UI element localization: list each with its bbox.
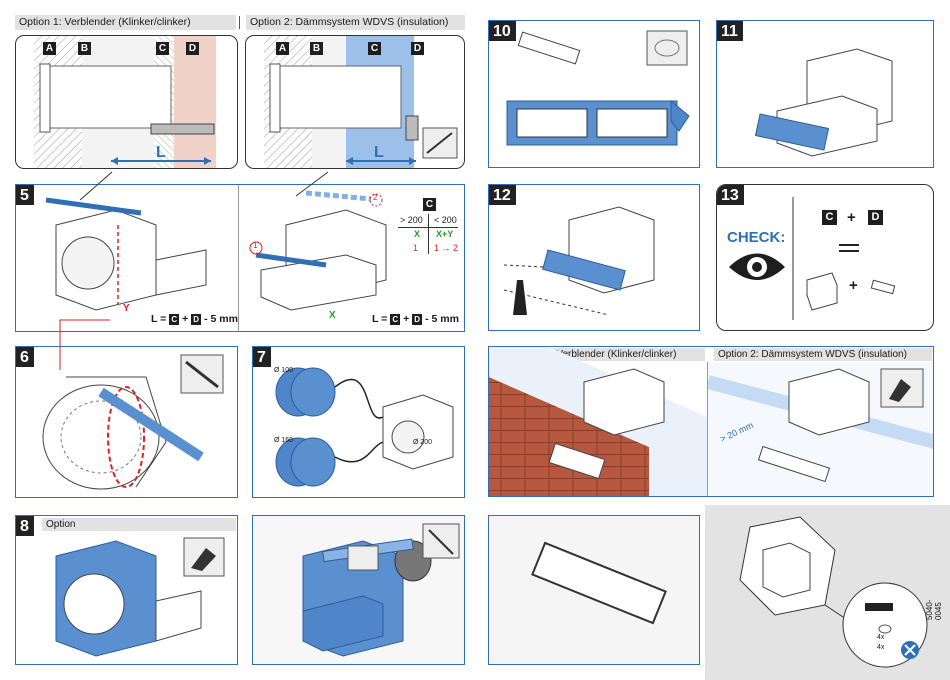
- formula-c: C: [169, 314, 180, 325]
- step5-col-gt: > 200: [400, 215, 423, 225]
- step14-drawing: [489, 347, 933, 496]
- final-overview: 4x 4x 5040-0045: [705, 505, 950, 680]
- step-8-panel: 8 Option: [15, 515, 238, 665]
- option1-wall-section: A B C D L: [15, 35, 238, 169]
- count-a: 4x: [877, 634, 885, 641]
- step5-cell-1-2: 1 → 2: [434, 243, 459, 253]
- check-c-label: C: [822, 210, 837, 225]
- formula-plus: +: [179, 313, 192, 325]
- step5-cell-xy: X+Y: [436, 229, 454, 239]
- step11-drawing: [754, 48, 893, 157]
- step12-drawing: [503, 206, 655, 316]
- count-b: 4x: [877, 644, 885, 651]
- step5-marker-y: Y: [123, 303, 130, 314]
- step5-col-lt: < 200: [434, 215, 457, 225]
- step5-table-hline: [398, 227, 458, 228]
- step-number: 12: [489, 185, 516, 205]
- formula-suffix: - 5 mm: [201, 313, 238, 325]
- header-divider: [239, 16, 240, 29]
- layer-label-b: B: [78, 42, 91, 55]
- step5-marker-1: 1: [253, 241, 258, 250]
- layer-label-a2: A: [276, 42, 289, 55]
- step-9-panel: 9: [252, 515, 465, 665]
- option2-section-drawing: [264, 36, 458, 168]
- step5-cell-x: X: [414, 229, 421, 239]
- check-plus-2: +: [849, 277, 858, 294]
- layer-label-a: A: [43, 42, 56, 55]
- step-13-panel: 13 CHECK: C + D = +: [716, 184, 934, 331]
- step-number: 7: [253, 347, 271, 367]
- formula-prefix: L =: [372, 313, 391, 325]
- step-12-panel: 12: [488, 184, 700, 331]
- layer-label-d: D: [186, 42, 199, 55]
- step5-cell-1: 1: [413, 243, 419, 253]
- layer-label-c: C: [156, 42, 169, 55]
- step-6-panel: 6: [15, 346, 238, 498]
- step-number: 13: [717, 185, 744, 205]
- step-5-panel: 5 1 2 X Y C > 200 < 200 X X+Y 1 1 → 2 L …: [15, 184, 465, 332]
- step13-drawing: [729, 197, 896, 320]
- step5-formula-left: L = C + D - 5 mm: [151, 313, 238, 325]
- formula-d: D: [191, 314, 202, 325]
- step9-drawing: [253, 516, 464, 664]
- option1-section-drawing: [34, 36, 216, 168]
- step5-marker-x: X: [329, 310, 336, 321]
- layer-label-b2: B: [310, 42, 323, 55]
- step14-divider: [707, 362, 708, 496]
- step15-drawing: [489, 516, 699, 664]
- step5-divider: [238, 185, 239, 331]
- step14-header-option2: Option 2: Dämmsystem WDVS (insulation): [714, 348, 932, 361]
- final-overview-drawing: [739, 516, 928, 668]
- step-14-panel: 14 Option 1: Verblender (Klinker/clinker…: [488, 346, 934, 497]
- diameter-200: Ø 200: [413, 439, 433, 446]
- step10-drawing: [506, 30, 690, 146]
- check-d-label: D: [868, 210, 883, 225]
- dimension-l2: L: [374, 144, 384, 161]
- check-plus: +: [847, 209, 856, 226]
- step8-drawing: [55, 537, 225, 657]
- diameter-160: Ø 160: [274, 437, 294, 444]
- step-number: 11: [717, 21, 743, 41]
- step5-drawing: [45, 190, 387, 311]
- step-11-panel: 11: [716, 20, 934, 168]
- diameter-100: Ø 100: [274, 367, 294, 374]
- formula-suffix: - 5 mm: [422, 313, 459, 325]
- step-number: 5: [16, 185, 34, 205]
- step-number: 10: [489, 21, 516, 41]
- step-7-panel: 7 Ø 100 Ø 160 Ø 200: [252, 346, 465, 498]
- step-15-panel: 15: [488, 515, 700, 665]
- check-equals: =: [917, 185, 918, 186]
- step8-option-header: Option: [42, 518, 236, 531]
- step5-table-vline: [428, 214, 429, 254]
- step5-formula-right: L = C + D - 5 mm: [372, 313, 459, 325]
- formula-plus: +: [400, 313, 413, 325]
- layer-label-d2: D: [411, 42, 424, 55]
- formula-d: D: [412, 314, 423, 325]
- formula-prefix: L =: [151, 313, 170, 325]
- step6-drawing: [42, 354, 224, 490]
- step-number: 8: [16, 516, 34, 536]
- step5-table-header: C: [423, 198, 436, 211]
- check-label: CHECK:: [727, 229, 786, 246]
- layer-label-c2: C: [368, 42, 381, 55]
- step-10-panel: 10: [488, 20, 700, 168]
- document-code: 5040-0045: [925, 599, 943, 620]
- formula-c: C: [390, 314, 401, 325]
- header-option1: Option 1: Verblender (Klinker/clinker): [15, 15, 236, 30]
- option2-wall-section: A B C D L: [245, 35, 465, 169]
- step7-drawing: [275, 367, 454, 487]
- header-option2: Option 2: Dämmsystem WDVS (insulation): [246, 15, 465, 30]
- step5-marker-2: 2: [373, 193, 378, 202]
- dimension-l: L: [156, 144, 166, 161]
- step-number: 6: [16, 347, 34, 367]
